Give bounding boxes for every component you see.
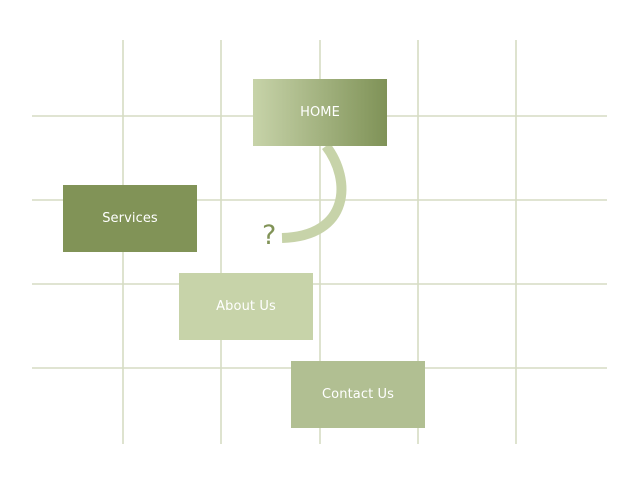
question-mark: ? [262,220,277,251]
about-us-button[interactable]: About Us [179,273,313,340]
about-us-label: About Us [216,299,276,314]
home-button[interactable]: HOME [253,79,387,146]
services-button[interactable]: Services [63,185,197,252]
home-label: HOME [300,105,340,120]
connector-curve [281,142,347,243]
contact-us-label: Contact Us [322,387,394,402]
contact-us-button[interactable]: Contact Us [291,361,425,428]
services-label: Services [102,211,158,226]
